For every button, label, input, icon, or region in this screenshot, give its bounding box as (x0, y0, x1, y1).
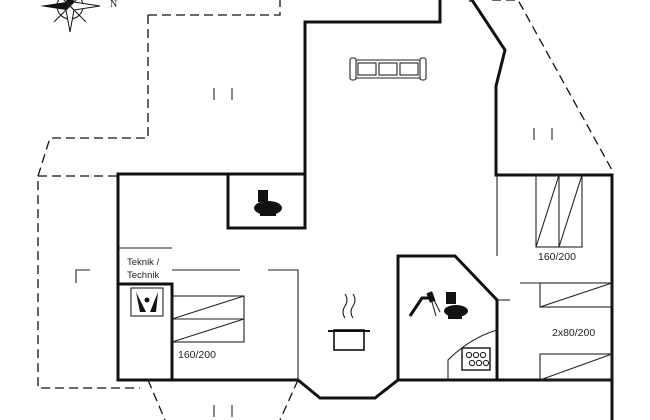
toilet-icon (444, 292, 468, 319)
toilet-icon (254, 190, 282, 216)
boiler-icon (130, 287, 164, 317)
window-marks (75, 88, 553, 417)
sofa-icon (349, 57, 427, 81)
technik-label-line2: Technik (127, 270, 159, 281)
bed-size-bottom-left: 160/200 (178, 349, 216, 361)
double-bed-icon (171, 295, 245, 343)
compass-rose-icon (40, 0, 101, 33)
shower-icon (408, 291, 441, 317)
walls (116, 0, 614, 420)
single-bed-icon (539, 353, 613, 381)
sauna-stove-icon (447, 329, 498, 380)
bed-size-bottom-right: 2x80/200 (552, 327, 595, 339)
single-bed-icon (539, 282, 613, 308)
technik-label-line1: Teknik / (127, 257, 160, 268)
compass-north-label: N (110, 0, 117, 10)
terrace-outlines (37, 0, 613, 420)
cooking-pot-icon (328, 293, 370, 351)
double-bed-icon (535, 174, 583, 248)
bed-size-top-right: 160/200 (538, 251, 576, 263)
